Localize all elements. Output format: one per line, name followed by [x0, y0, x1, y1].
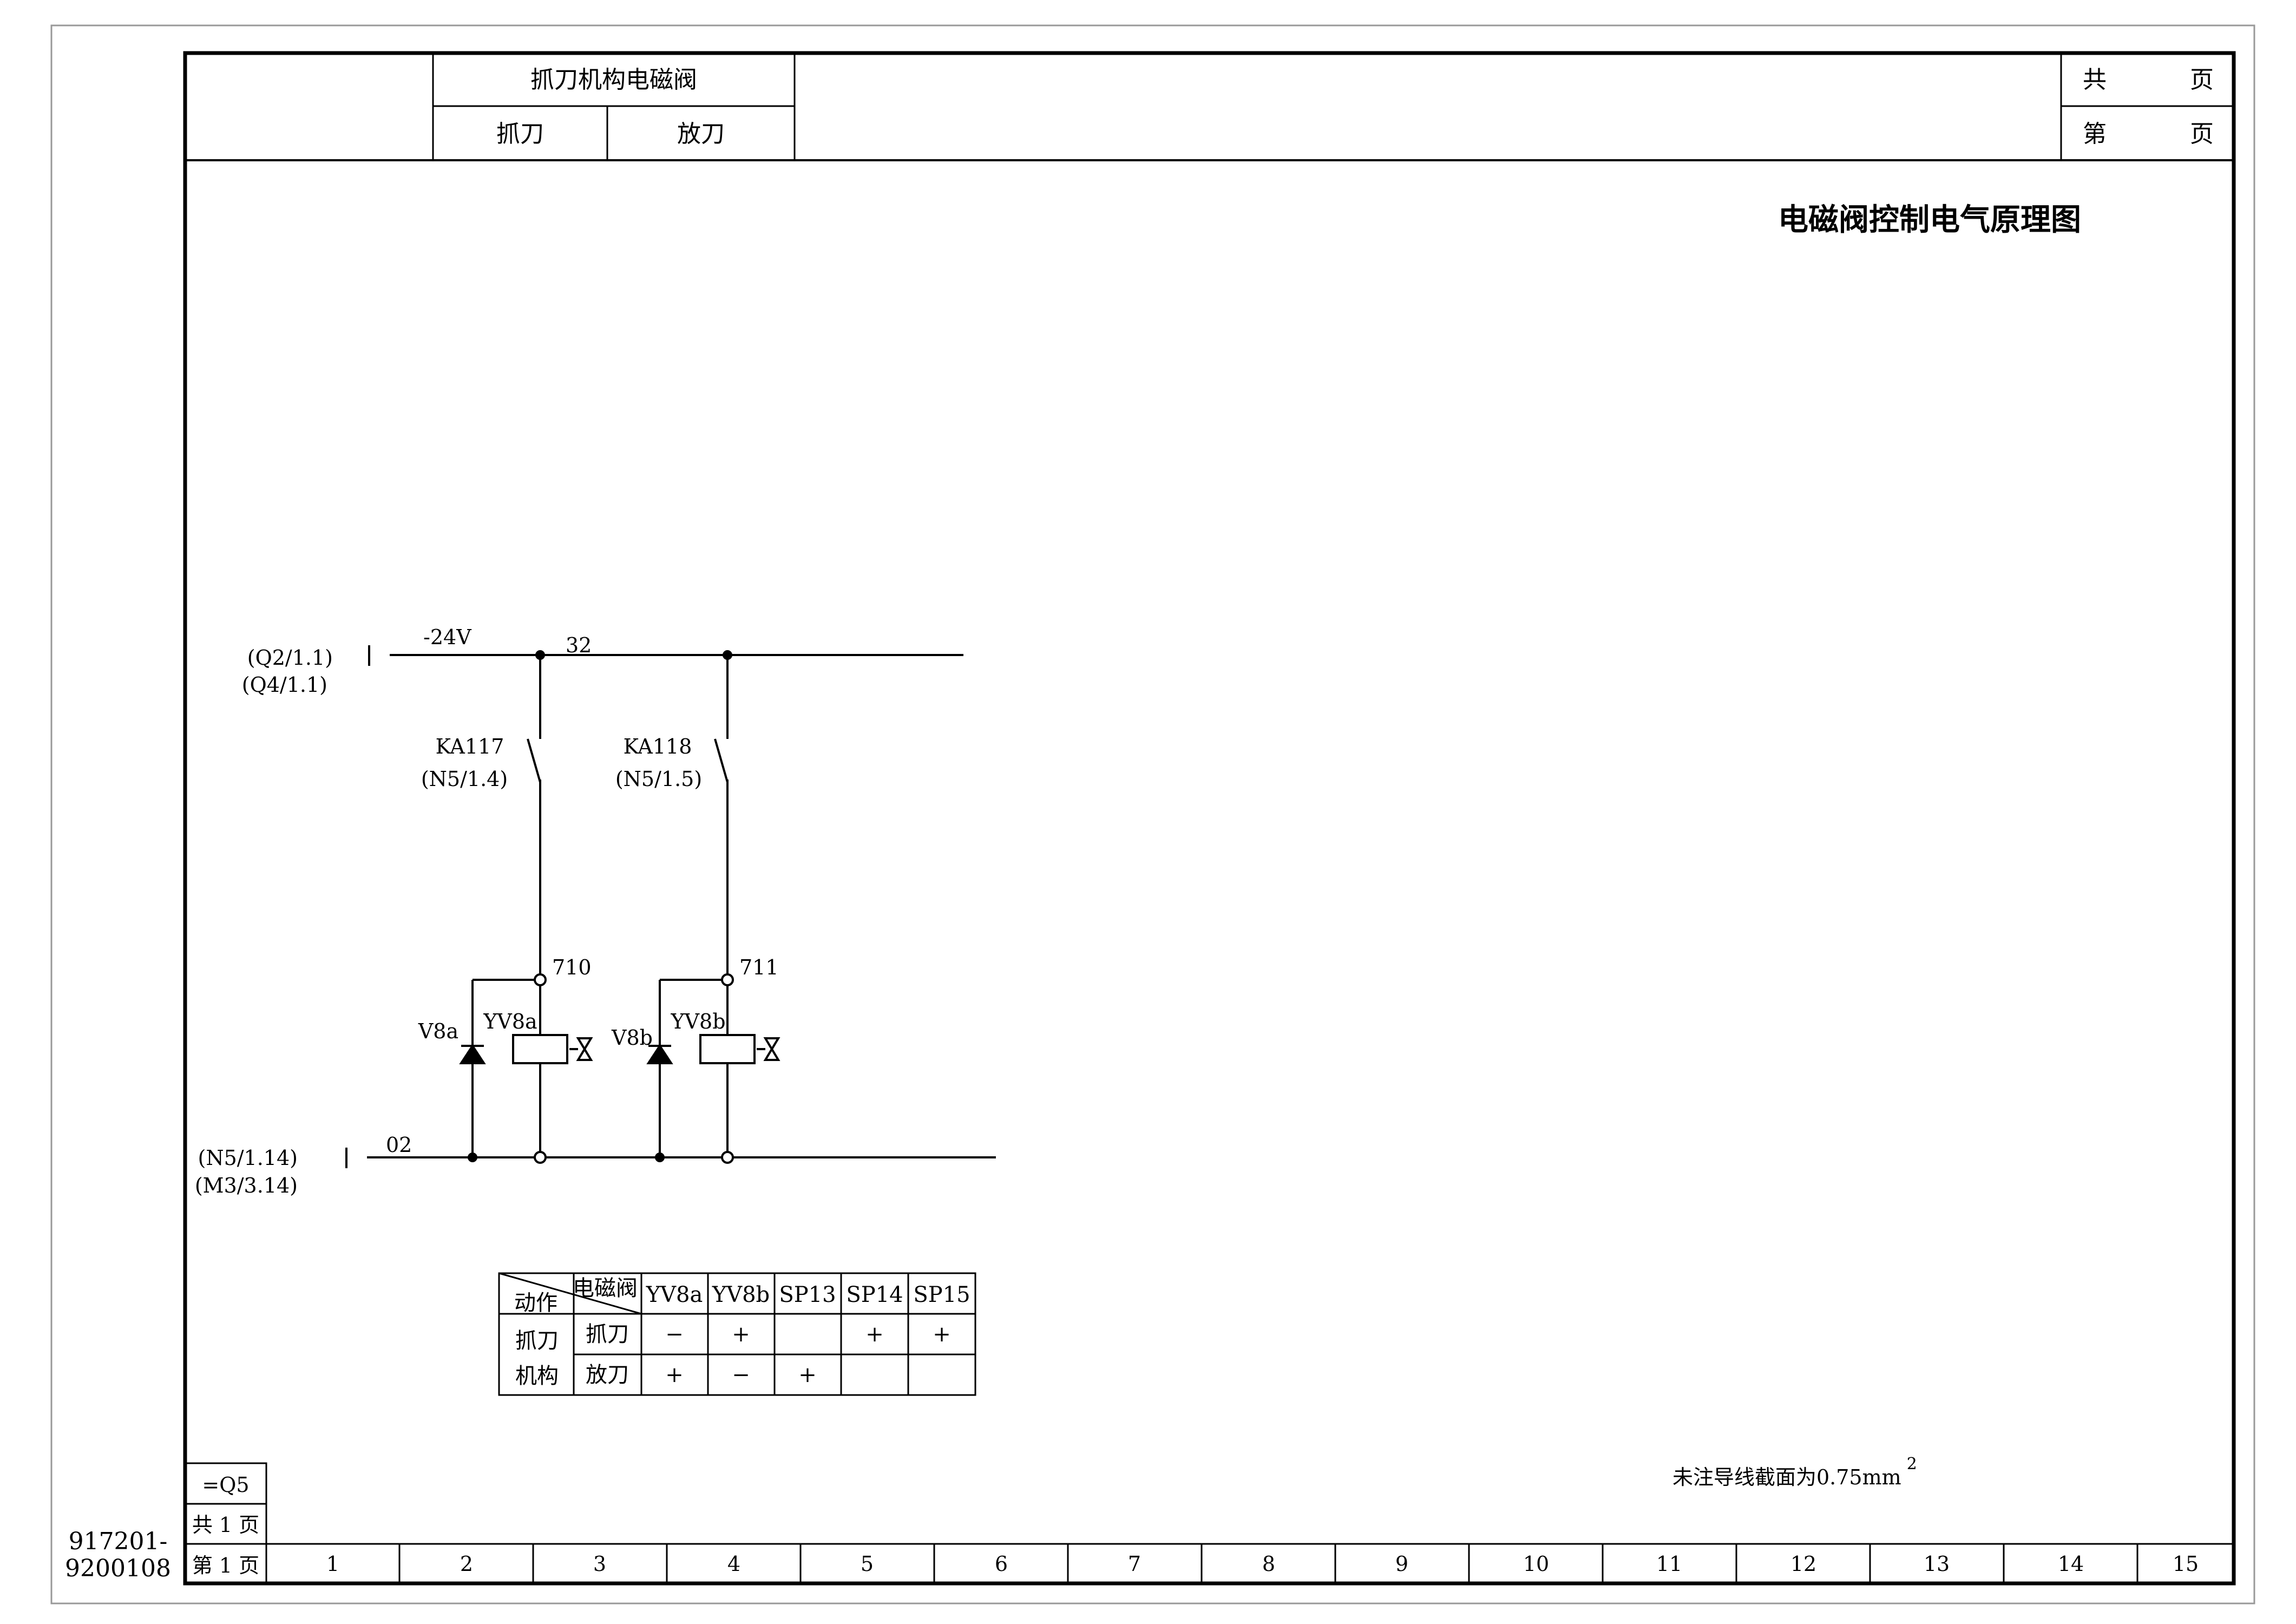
header-col-grab: 抓刀 — [496, 120, 544, 148]
table-cell: + — [732, 1322, 750, 1347]
zone-number: 6 — [995, 1552, 1008, 1576]
terminal-710 — [534, 973, 547, 986]
return-wire: 02 — [386, 1133, 412, 1157]
table-col-header: SP13 — [779, 1282, 836, 1307]
zone-strip — [266, 1543, 2234, 1583]
table-corner-top: 电磁阀 — [573, 1276, 638, 1301]
diode-label-v8b: V8b — [611, 1026, 653, 1050]
table-group-label: 抓刀 — [515, 1328, 559, 1353]
side-page: 第 1 页 — [192, 1554, 259, 1577]
wire-710: 710 — [552, 955, 592, 979]
header-group-title: 抓刀机构电磁阀 — [530, 66, 697, 94]
zone-number: 12 — [1790, 1552, 1816, 1576]
side-total: 共 1 页 — [192, 1513, 259, 1537]
source-ref-2: (Q4/1.1) — [242, 673, 327, 697]
outer-border — [50, 24, 2255, 1605]
return-ref-1: (N5/1.14) — [198, 1146, 298, 1170]
zone-number: 14 — [2058, 1552, 2084, 1576]
zone-number: 1 — [326, 1552, 339, 1576]
drawing-title: 电磁阀控制电气原理图 — [1778, 202, 2081, 238]
action-table — [498, 1272, 976, 1396]
zone-number: 8 — [1262, 1552, 1275, 1576]
diode-v8b — [646, 1044, 673, 1064]
valve-symbol-b — [763, 1037, 780, 1061]
relay-label-ka118: KA118 — [624, 735, 692, 758]
valve-label-yv8b: YV8b — [670, 1010, 725, 1033]
zone-number: 5 — [861, 1552, 874, 1576]
valve-label-yv8a: YV8a — [483, 1010, 537, 1033]
power-rails — [345, 645, 996, 1168]
table-cell: + — [865, 1322, 884, 1347]
main-frame — [183, 51, 2236, 1586]
table-cell: − — [665, 1322, 684, 1347]
circuit-a — [459, 650, 593, 1164]
table-cell: + — [665, 1363, 684, 1387]
header-total-right: 页 — [2190, 66, 2214, 94]
relay-label-ka117: KA117 — [436, 735, 504, 758]
drawing-number-line1: 917201- — [69, 1528, 168, 1555]
supply-label: -24V — [423, 625, 471, 649]
header-block: 抓刀机构电磁阀 抓刀 放刀 共 页 第 页 — [185, 53, 2234, 161]
coil-yv8b — [699, 1034, 756, 1064]
wire-711: 711 — [739, 955, 779, 979]
terminal-711 — [721, 973, 734, 986]
wire-gauge-note: 未注导线截面为0.75mm 2 — [1672, 1455, 1917, 1489]
drawing-number-line2: 9200108 — [65, 1555, 171, 1582]
return-ref-2: (M3/3.14) — [195, 1174, 298, 1197]
table-cell: − — [732, 1363, 750, 1387]
table-cell: + — [933, 1322, 951, 1347]
table-row-action: 抓刀 — [586, 1322, 629, 1347]
zone-number: 2 — [460, 1552, 473, 1576]
relay-ref-ka118: (N5/1.5) — [615, 767, 702, 791]
wire-gauge-note-text: 未注导线截面为0.75mm — [1672, 1465, 1901, 1489]
source-ref-1: (Q2/1.1) — [247, 646, 333, 670]
table-group-label: 机构 — [515, 1364, 559, 1389]
zone-number: 4 — [727, 1552, 740, 1576]
header-total-left: 共 — [2083, 66, 2107, 94]
relay-ref-ka117: (N5/1.4) — [421, 767, 508, 791]
supply-wire: 32 — [566, 633, 592, 657]
header-page-right: 页 — [2190, 120, 2214, 148]
zone-number: 3 — [593, 1552, 606, 1576]
zone-number: 7 — [1128, 1552, 1141, 1576]
zone-number: 10 — [1523, 1552, 1549, 1576]
zone-number: 15 — [2173, 1552, 2199, 1576]
diode-label-v8a: V8a — [418, 1019, 458, 1043]
wire-gauge-note-sup: 2 — [1907, 1455, 1917, 1474]
side-code: =Q5 — [202, 1473, 249, 1497]
table-row-action: 放刀 — [586, 1363, 629, 1387]
zone-number: 13 — [1924, 1552, 1950, 1576]
relay-contact-ka118 — [714, 738, 729, 783]
relay-contact-ka117 — [527, 738, 541, 783]
zone-number: 11 — [1656, 1552, 1682, 1576]
circuit-b — [646, 650, 780, 1164]
table-col-header: YV8b — [712, 1282, 770, 1307]
table-col-header: SP14 — [846, 1282, 903, 1307]
table-col-header: YV8a — [646, 1282, 703, 1307]
valve-symbol-a — [576, 1037, 593, 1061]
side-block — [184, 1462, 267, 1584]
table-cell: + — [798, 1363, 817, 1387]
diode-v8a — [459, 1044, 486, 1064]
zone-number: 9 — [1395, 1552, 1408, 1576]
header-page-left: 第 — [2083, 120, 2107, 148]
table-corner-bottom: 动作 — [514, 1291, 557, 1315]
coil-yv8a — [512, 1034, 568, 1064]
header-col-release: 放刀 — [677, 120, 725, 148]
table-col-header: SP15 — [913, 1282, 970, 1307]
